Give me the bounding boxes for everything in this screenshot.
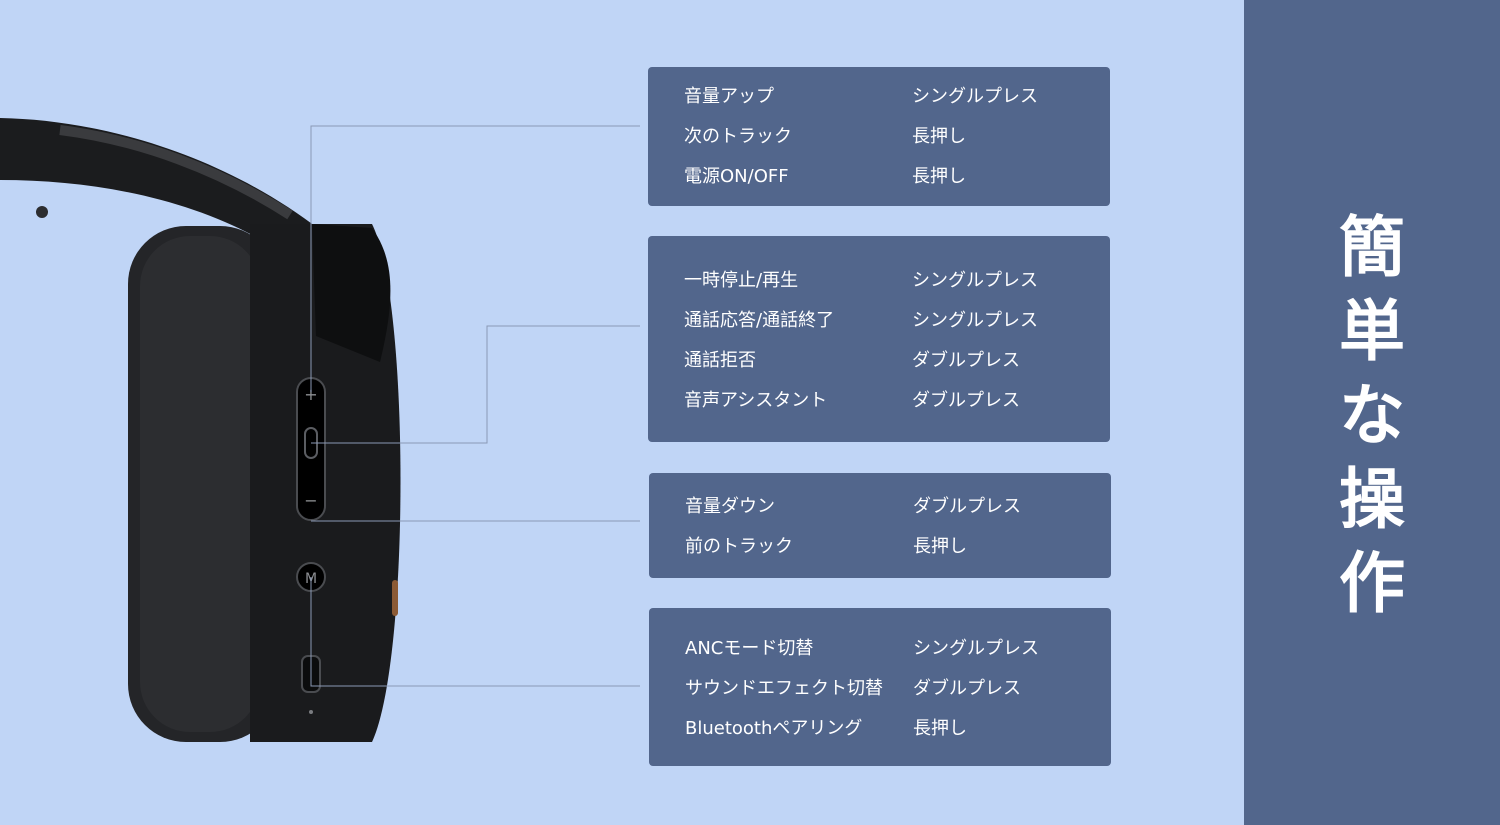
title-char: 簡 — [1339, 209, 1405, 286]
press-type: ダブルプレス — [913, 678, 1021, 699]
press-type: シングルプレス — [912, 270, 1038, 291]
action-label: 電源ON/OFF — [684, 166, 789, 187]
press-type: 長押し — [912, 126, 966, 147]
action-label: 通話拒否 — [684, 350, 756, 371]
action-label: 一時停止/再生 — [684, 270, 799, 291]
list-item: Bluetoothペアリング 長押し — [685, 709, 1091, 749]
headphone-image: + − M — [0, 118, 640, 742]
action-label: 音量アップ — [684, 86, 774, 107]
panel-playback: 一時停止/再生 シングルプレス 通話応答/通話終了 シングルプレス 通話拒否 ダ… — [648, 236, 1110, 442]
press-type: ダブルプレス — [912, 350, 1020, 371]
press-type: 長押し — [913, 536, 967, 557]
action-label: ANCモード切替 — [685, 638, 814, 659]
panel-volume-down: 音量ダウン ダブルプレス 前のトラック 長押し — [649, 473, 1111, 578]
press-type: ダブルプレス — [912, 390, 1020, 411]
press-type: 長押し — [912, 166, 966, 187]
press-type: ダブルプレス — [913, 496, 1021, 517]
title-char: 操 — [1339, 461, 1405, 538]
panel-volume-up: 音量アップ シングルプレス 次のトラック 長押し 電源ON/OFF 長押し — [648, 67, 1110, 206]
action-label: 前のトラック — [685, 536, 793, 557]
list-item: ANCモード切替 シングルプレス — [685, 629, 1091, 669]
title-char: な — [1339, 377, 1405, 454]
list-item: 音量アップ シングルプレス — [684, 77, 1090, 117]
press-type: シングルプレス — [912, 310, 1038, 331]
list-item: 前のトラック 長押し — [685, 527, 1091, 567]
press-type: シングルプレス — [913, 638, 1039, 659]
sidebar-title-panel: 簡 単 な 操 作 — [1244, 0, 1500, 825]
list-item: 電源ON/OFF 長押し — [684, 157, 1090, 197]
action-label: 次のトラック — [684, 126, 792, 147]
volume-down-button-label: − — [304, 491, 317, 510]
press-type: 長押し — [913, 718, 967, 739]
list-item: 一時停止/再生 シングルプレス — [684, 261, 1090, 301]
action-label: 音量ダウン — [685, 496, 775, 517]
list-item: 通話拒否 ダブルプレス — [684, 341, 1090, 381]
action-label: 通話応答/通話終了 — [684, 310, 835, 331]
action-label: Bluetoothペアリング — [685, 718, 863, 739]
action-label: 音声アシスタント — [684, 390, 828, 411]
list-item: 次のトラック 長押し — [684, 117, 1090, 157]
title-char: 単 — [1339, 293, 1405, 370]
press-type: シングルプレス — [912, 86, 1038, 107]
list-item: 音量ダウン ダブルプレス — [685, 487, 1091, 527]
panel-mode-button: ANCモード切替 シングルプレス サウンドエフェクト切替 ダブルプレス Blue… — [649, 608, 1111, 766]
list-item: 通話応答/通話終了 シングルプレス — [684, 301, 1090, 341]
volume-up-button-label: + — [304, 385, 317, 404]
list-item: サウンドエフェクト切替 ダブルプレス — [685, 669, 1091, 709]
action-label: サウンドエフェクト切替 — [685, 678, 883, 699]
title-char: 作 — [1339, 545, 1405, 622]
list-item: 音声アシスタント ダブルプレス — [684, 381, 1090, 421]
